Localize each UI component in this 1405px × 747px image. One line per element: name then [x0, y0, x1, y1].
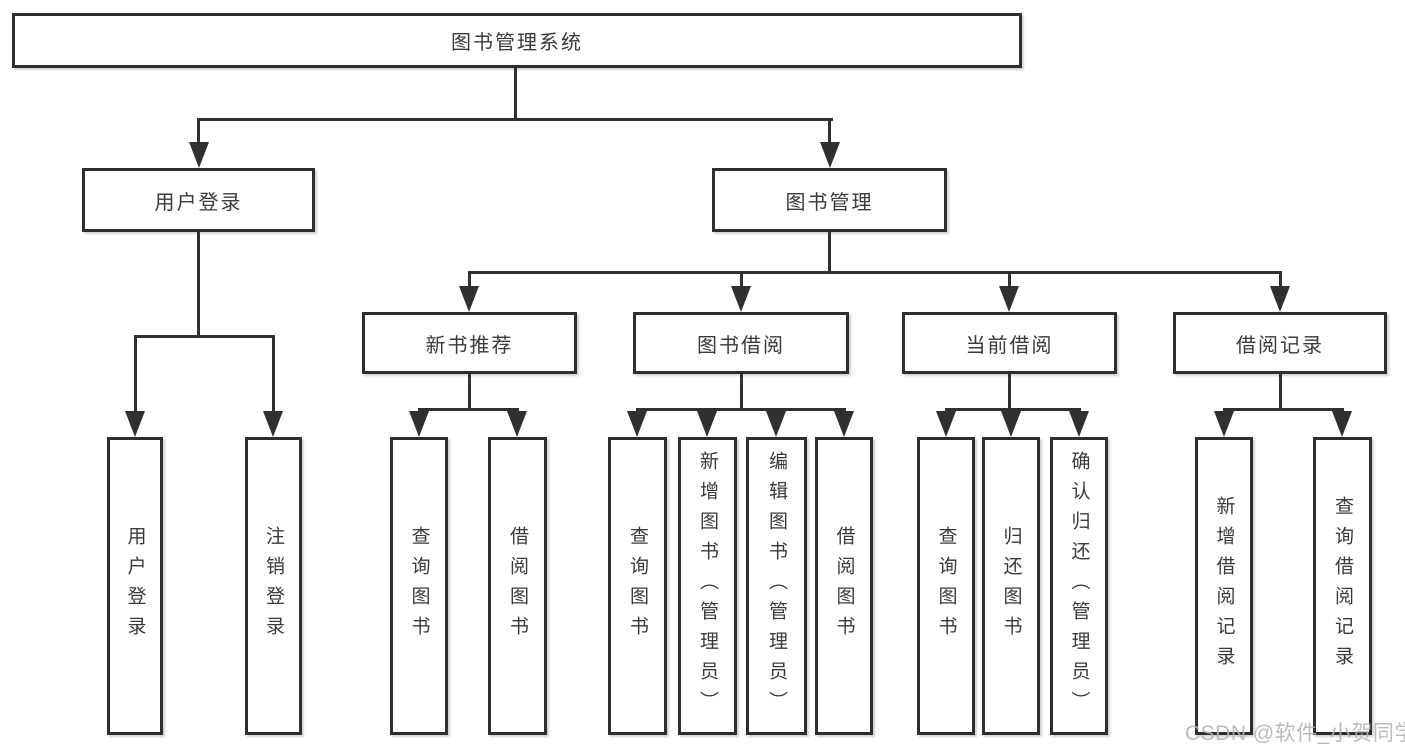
leaf-user-login-label: 用户登录: [124, 526, 146, 646]
arrowhead-to-borrow-query: [627, 411, 647, 437]
leaf-current-query: 查询图书: [917, 437, 975, 735]
connector-record-stem: [1279, 374, 1282, 408]
connector-manage-newbook-shaft: [468, 271, 471, 289]
arrowhead-to-borrow-borrow: [834, 411, 854, 437]
node-root: 图书管理系统: [12, 13, 1022, 68]
csdn-watermark: CSDN @软件_小贺同学: [1185, 722, 1405, 745]
node-new-book-recommend: 新书推荐: [362, 312, 577, 374]
connector-root-rail: [197, 118, 833, 121]
connector-borrow-rail: [636, 408, 846, 411]
leaf-logout-label: 注销登录: [263, 526, 284, 646]
connector-current-stem: [1008, 374, 1011, 408]
leaf-current-return: 归还图书: [982, 437, 1040, 735]
arrowhead-to-current-confirm: [1069, 411, 1089, 437]
leaf-user-login: 用户登录: [107, 437, 163, 735]
leaf-borrow-edit-admin: 编辑图书（管理员）: [746, 437, 807, 735]
connector-manage-record-shaft: [1279, 271, 1282, 289]
leaf-newbook-borrow: 借阅图书: [488, 437, 547, 735]
arrowhead-to-leaf-logout: [263, 411, 283, 437]
leaf-current-confirm-admin: 确认归还（管理员）: [1050, 437, 1108, 735]
arrowhead-to-newbook-borrow: [507, 411, 527, 437]
node-book-manage: 图书管理: [712, 168, 947, 232]
arrowhead-to-borrow-edit: [766, 411, 786, 437]
connector-manage-borrow-shaft: [740, 271, 743, 289]
arrowhead-to-new-book-recommend: [459, 286, 479, 312]
arrowhead-to-current-return: [1001, 411, 1021, 437]
arrowhead-to-book-borrow: [731, 286, 751, 312]
leaf-borrow-query-label: 查询图书: [627, 526, 648, 646]
connector-login-logout-shaft: [272, 335, 275, 415]
connector-manage-rail: [468, 271, 1281, 274]
node-borrow-record-label: 借阅记录: [1236, 334, 1324, 357]
arrowhead-to-book-manage: [820, 142, 840, 168]
connector-record-rail: [1223, 408, 1344, 411]
leaf-record-query-label: 查询借阅记录: [1332, 496, 1353, 676]
leaf-borrow-add-admin: 新增图书（管理员）: [678, 437, 737, 735]
connector-newbook-rail: [418, 408, 519, 411]
node-current-borrow: 当前借阅: [902, 312, 1117, 374]
connector-login-user-shaft: [134, 335, 137, 415]
leaf-newbook-query: 查询图书: [390, 437, 448, 735]
node-root-label: 图书管理系统: [451, 32, 583, 54]
leaf-record-add-label: 新增借阅记录: [1213, 496, 1235, 676]
connector-manage-current-shaft: [1008, 271, 1011, 289]
leaf-borrow-add-admin-label: 新增图书（管理员）: [697, 451, 718, 721]
leaf-logout: 注销登录: [245, 437, 302, 735]
leaf-borrow-borrow: 借阅图书: [815, 437, 873, 735]
node-user-login: 用户登录: [82, 168, 315, 232]
connector-root-manage-shaft: [828, 118, 831, 146]
node-book-borrow-label: 图书借阅: [697, 334, 785, 357]
leaf-newbook-borrow-label: 借阅图书: [507, 526, 528, 646]
arrowhead-to-record-add: [1214, 411, 1234, 437]
arrowhead-to-borrow-record: [1270, 286, 1290, 312]
arrowhead-to-current-query: [936, 411, 956, 437]
node-current-borrow-label: 当前借阅: [965, 334, 1054, 357]
connector-current-rail: [945, 408, 1081, 411]
leaf-current-return-label: 归还图书: [1000, 526, 1022, 646]
arrowhead-to-newbook-query: [409, 411, 429, 437]
leaf-record-add: 新增借阅记录: [1195, 437, 1253, 735]
connector-login-stem: [197, 232, 200, 335]
leaf-newbook-query-label: 查询图书: [408, 526, 430, 646]
connector-root-stem: [514, 68, 517, 118]
leaf-borrow-edit-admin-label: 编辑图书（管理员）: [766, 451, 787, 721]
leaf-borrow-borrow-label: 借阅图书: [833, 526, 855, 646]
node-book-manage-label: 图书管理: [785, 191, 874, 214]
connector-root-login-shaft: [197, 118, 200, 146]
leaf-current-query-label: 查询图书: [935, 526, 957, 646]
arrowhead-to-record-query: [1332, 411, 1352, 437]
node-user-login-label: 用户登录: [154, 191, 243, 214]
node-new-book-recommend-label: 新书推荐: [425, 334, 514, 357]
leaf-borrow-query: 查询图书: [608, 437, 667, 735]
connector-borrow-stem: [740, 374, 743, 408]
node-book-borrow: 图书借阅: [633, 312, 849, 374]
arrowhead-to-leaf-user-login: [125, 411, 145, 437]
connector-newbook-stem: [468, 374, 471, 408]
arrowhead-to-borrow-add: [697, 411, 717, 437]
leaf-record-query: 查询借阅记录: [1313, 437, 1372, 735]
node-borrow-record: 借阅记录: [1173, 312, 1387, 374]
arrowhead-to-user-login: [189, 142, 209, 168]
arrowhead-to-current-borrow: [999, 286, 1019, 312]
leaf-current-confirm-admin-label: 确认归还（管理员）: [1068, 451, 1090, 721]
connector-login-rail: [134, 335, 275, 338]
connector-manage-stem: [828, 232, 831, 271]
